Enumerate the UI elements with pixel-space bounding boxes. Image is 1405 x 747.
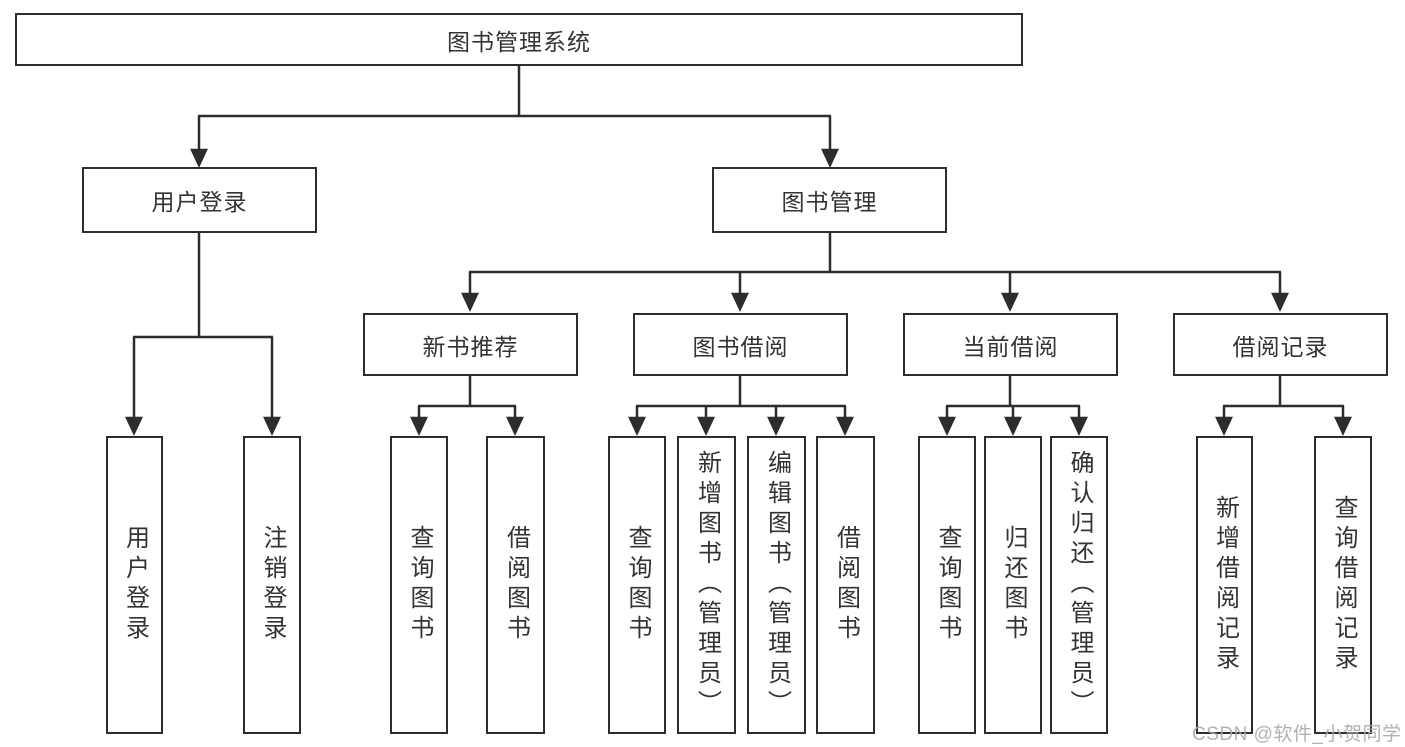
leaf-cb-query-books-label: 查询图书 [934,525,961,645]
leaf-nbr-borrow-books: 借阅图书 [486,436,545,734]
arrow-to-nbr-query [410,406,428,436]
leaf-cb-confirm-return-admin: 确认归还（管理员） [1050,436,1108,734]
leaf-cb-return-books: 归还图书 [984,436,1042,734]
node-borrow-records: 借阅记录 [1173,313,1388,376]
arrow-to-book-management [821,116,839,168]
leaf-bb-borrow-books-label: 借阅图书 [832,525,860,645]
leaf-bb-query-books-label: 查询图书 [624,525,651,645]
leaf-cb-confirm-return-admin-label: 确认归还（管理员） [1066,450,1093,720]
arrow-to-cb-confirm [1070,406,1088,436]
leaf-bb-borrow-books: 借阅图书 [816,436,875,734]
node-current-borrow: 当前借阅 [903,313,1118,376]
arrow-to-leaf-user-login [125,337,143,436]
arrow-to-borrow-records [1271,272,1289,312]
arrow-to-cb-return [1004,406,1022,436]
arrow-to-bb-borrow [836,406,854,436]
connector-lines [133,66,1344,408]
leaf-bb-add-books-admin-label: 新增图书（管理员） [693,450,721,720]
node-user-login: 用户登录 [82,167,317,233]
leaf-logout: 注销登录 [243,436,301,734]
node-new-book-recommend: 新书推荐 [363,313,578,376]
leaf-user-login-label: 用户登录 [121,525,149,645]
arrow-to-br-query [1334,406,1352,436]
leaf-nbr-borrow-books-label: 借阅图书 [502,525,530,645]
arrow-to-leaf-logout [263,337,281,436]
arrow-to-bb-query [628,406,646,436]
csdn-watermark: CSDN @软件_小贺同学 [1192,724,1402,745]
leaf-nbr-query-books: 查询图书 [390,436,448,734]
leaf-bb-edit-books-admin-label: 编辑图书（管理员） [763,450,791,720]
leaf-br-query-record: 查询借阅记录 [1314,436,1372,734]
node-book-borrow: 图书借阅 [633,313,848,376]
leaf-bb-add-books-admin: 新增图书（管理员） [677,436,736,734]
arrow-to-cb-query [938,406,956,436]
leaf-cb-return-books-label: 归还图书 [1000,525,1027,645]
node-book-management: 图书管理 [712,167,947,233]
leaf-br-query-record-label: 查询借阅记录 [1330,495,1357,675]
arrow-to-book-borrow [731,272,749,312]
arrow-to-bb-add [697,406,715,436]
arrow-to-bb-edit [767,406,785,436]
arrow-to-new-book-recommend [461,272,479,312]
leaf-br-add-record-label: 新增借阅记录 [1211,495,1239,675]
leaf-nbr-query-books-label: 查询图书 [406,525,433,645]
arrow-to-br-add [1215,406,1233,436]
node-system-root: 图书管理系统 [15,13,1023,66]
leaf-bb-edit-books-admin: 编辑图书（管理员） [747,436,806,734]
leaf-br-add-record: 新增借阅记录 [1196,436,1253,734]
leaf-bb-query-books: 查询图书 [608,436,666,734]
leaf-cb-query-books: 查询图书 [918,436,976,734]
arrow-to-current-borrow [1001,272,1019,312]
arrow-to-user-login [190,116,208,168]
leaf-user-login: 用户登录 [106,436,163,734]
leaf-logout-label: 注销登录 [259,525,286,645]
arrow-to-nbr-borrow [506,406,524,436]
